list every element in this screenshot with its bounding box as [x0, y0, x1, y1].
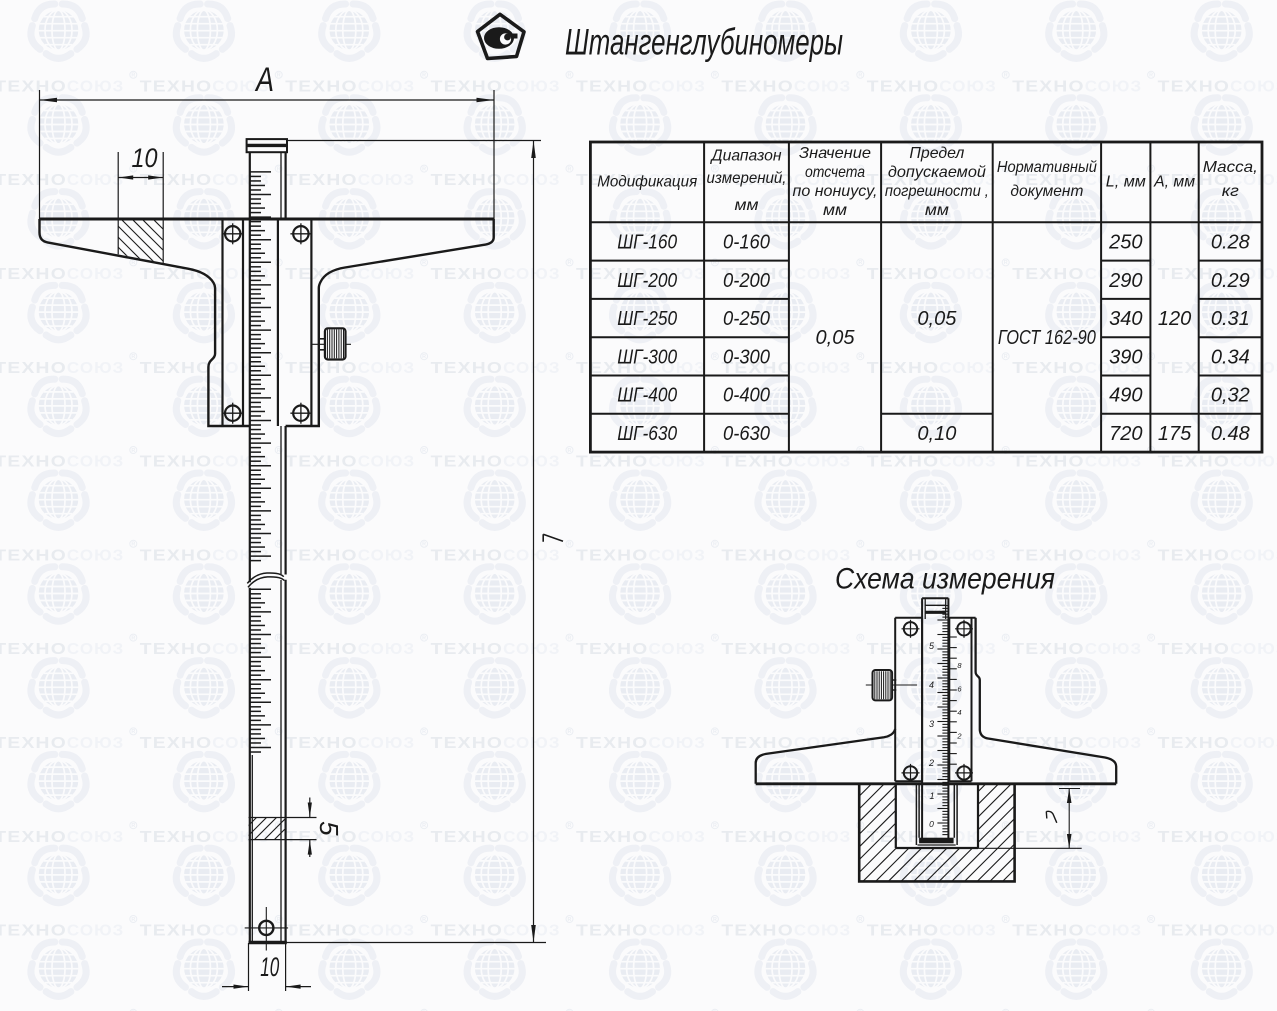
- svg-text:5: 5: [314, 821, 344, 836]
- svg-text:допускаемой: допускаемой: [888, 164, 986, 181]
- svg-text:1: 1: [929, 791, 934, 801]
- svg-text:0,32: 0,32: [1211, 385, 1250, 407]
- svg-text:ГОСТ 162-90: ГОСТ 162-90: [998, 327, 1096, 349]
- svg-text:0-160: 0-160: [723, 231, 770, 253]
- svg-text:по нониусу,: по нониусу,: [793, 183, 878, 200]
- svg-text:Значение: Значение: [799, 145, 871, 162]
- svg-text:0,10: 0,10: [917, 423, 956, 445]
- svg-text:290: 290: [1108, 270, 1142, 292]
- svg-text:Диапазон: Диапазон: [710, 148, 782, 165]
- svg-text:0-630: 0-630: [723, 423, 770, 445]
- svg-text:ШГ-300: ШГ-300: [617, 346, 677, 368]
- svg-text:2: 2: [928, 758, 934, 768]
- svg-text:Масса,: Масса,: [1203, 159, 1258, 176]
- svg-text:отсчета: отсчета: [805, 164, 865, 181]
- svg-text:340: 340: [1109, 308, 1142, 330]
- svg-text:10: 10: [132, 143, 158, 173]
- svg-text:мм: мм: [735, 197, 759, 214]
- svg-text:0.48: 0.48: [1211, 423, 1250, 445]
- svg-text:мм: мм: [823, 202, 847, 219]
- svg-text:4: 4: [929, 680, 934, 690]
- svg-text:0.29: 0.29: [1211, 270, 1250, 292]
- svg-text:0,05: 0,05: [917, 308, 957, 330]
- svg-text:A: A: [254, 61, 274, 99]
- svg-text:ШГ-250: ШГ-250: [617, 308, 677, 330]
- svg-text:ШГ-200: ШГ-200: [617, 270, 677, 292]
- svg-text:2: 2: [956, 732, 962, 741]
- svg-text:720: 720: [1109, 423, 1142, 445]
- svg-text:3: 3: [929, 719, 934, 729]
- svg-text:4: 4: [957, 708, 961, 717]
- svg-text:5: 5: [929, 641, 935, 651]
- svg-text:погрешности ,: погрешности ,: [885, 183, 989, 200]
- svg-text:175: 175: [1158, 423, 1192, 445]
- svg-text:Схема измерения: Схема измерения: [835, 563, 1055, 596]
- svg-text:250: 250: [1108, 231, 1142, 253]
- svg-text:Модификация: Модификация: [597, 174, 697, 191]
- svg-text:Предел: Предел: [909, 145, 964, 162]
- svg-text:490: 490: [1109, 385, 1142, 407]
- svg-text:390: 390: [1109, 346, 1142, 368]
- svg-text:120: 120: [1158, 308, 1191, 330]
- svg-text:0-400: 0-400: [723, 385, 770, 407]
- svg-text:L, мм: L, мм: [1106, 174, 1146, 191]
- svg-text:0-200: 0-200: [723, 270, 770, 292]
- svg-text:ШГ-160: ШГ-160: [617, 231, 677, 253]
- svg-text:мм: мм: [925, 202, 949, 219]
- svg-text:Нормативный: Нормативный: [997, 159, 1097, 176]
- svg-text:0,05: 0,05: [816, 327, 856, 349]
- svg-text:0.34: 0.34: [1211, 346, 1250, 368]
- svg-text:0.28: 0.28: [1211, 231, 1250, 253]
- svg-text:0.31: 0.31: [1211, 308, 1250, 330]
- svg-text:документ: документ: [1010, 183, 1083, 200]
- svg-text:6: 6: [957, 685, 962, 694]
- svg-text:0-300: 0-300: [723, 346, 770, 368]
- svg-text:ШГ-630: ШГ-630: [617, 423, 677, 445]
- svg-text:Штангенглубиномеры: Штангенглубиномеры: [565, 22, 843, 63]
- svg-text:8: 8: [957, 661, 962, 670]
- svg-text:10: 10: [260, 952, 279, 982]
- svg-text:0: 0: [929, 819, 934, 829]
- svg-text:кг: кг: [1222, 183, 1239, 200]
- svg-text:ШГ-400: ШГ-400: [617, 385, 677, 407]
- svg-text:измерений,: измерений,: [707, 170, 787, 187]
- svg-text:0-250: 0-250: [723, 308, 770, 330]
- svg-text:А, мм: А, мм: [1153, 174, 1195, 191]
